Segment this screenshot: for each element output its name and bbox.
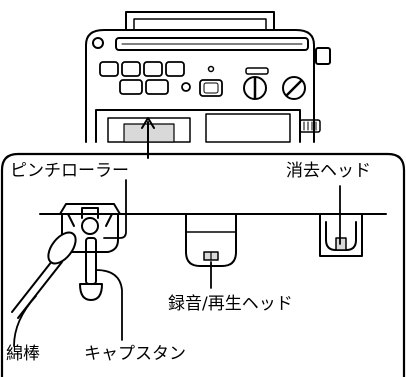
erase-head [319,213,363,257]
player-body [85,29,315,143]
volume-slider [245,67,269,75]
magnified-frame [0,152,406,377]
cassette-player [85,11,331,159]
tuning-knobs [243,76,306,100]
capstan-shaft [79,237,103,301]
label-erase-head: 消去ヘッド [286,161,371,181]
record-playback-head [185,213,237,267]
label-cotton-swab: 綿棒 [6,344,40,364]
label-record-playback-head: 録音/再生ヘッド [168,294,293,314]
player-handle [125,11,275,31]
leader-lines [13,179,341,347]
power-button-icon [92,37,104,49]
cotton-swab [11,231,77,319]
control-buttons [99,61,223,97]
label-pinch-roller: ピンチローラー [10,161,129,181]
label-capstan: キャプスタン [84,344,186,364]
cassette-slot [115,37,309,51]
